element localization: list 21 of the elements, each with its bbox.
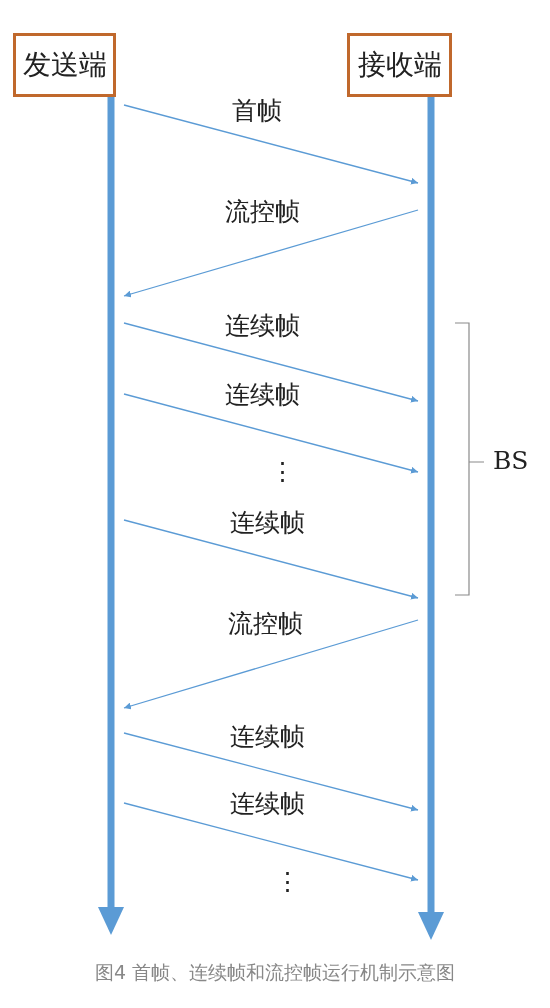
message-arrow [123, 519, 419, 600]
participant-box: 发送端 [13, 33, 116, 97]
message-arrow [123, 802, 419, 882]
lifeline-arrow [98, 97, 124, 935]
message-arrow [123, 322, 419, 403]
message-arrow [123, 619, 419, 710]
lifeline-arrow [418, 97, 444, 940]
edge-label: 连续帧 [230, 790, 305, 818]
edge-label: 连续帧 [230, 509, 305, 537]
message-arrow [123, 209, 419, 298]
edge-label: 连续帧 [225, 381, 300, 409]
edge-label: 流控帧 [225, 198, 300, 226]
message-arrow [123, 732, 419, 812]
message-arrow [123, 393, 419, 474]
edge-label: 首帧 [232, 97, 282, 125]
edge-label: 连续帧 [230, 723, 305, 751]
participant-box: 接收端 [347, 33, 452, 97]
figure-caption: 图4 首帧、连续帧和流控帧运行机制示意图 [94, 961, 456, 983]
edge-label: 流控帧 [228, 610, 303, 638]
edge-label: 连续帧 [225, 312, 300, 340]
message-arrow [123, 104, 419, 185]
